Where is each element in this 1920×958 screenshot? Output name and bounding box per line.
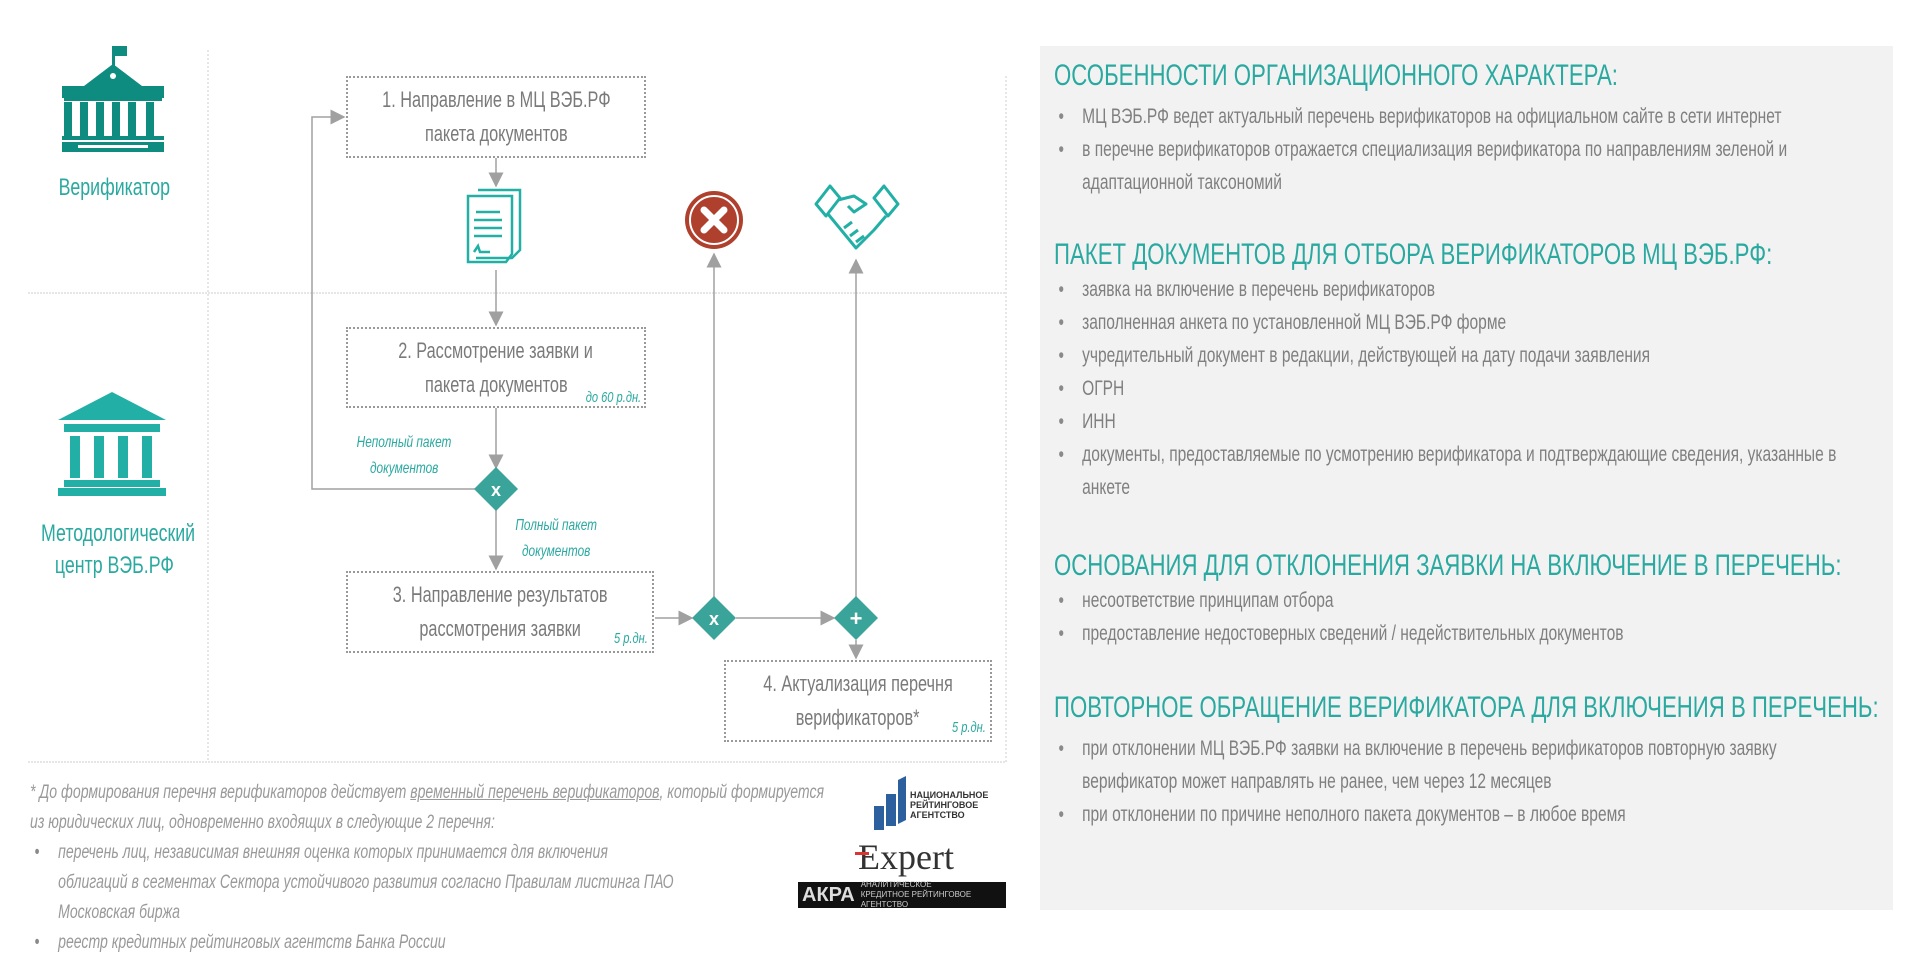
expert-logo: Expert xyxy=(858,837,954,877)
list-item: заполненная анкета по установленной МЦ В… xyxy=(1054,306,1883,339)
list-item: ОГРН xyxy=(1054,372,1883,405)
step-4-duration: 5 р.дн. xyxy=(951,719,986,736)
lane-label-verifier: Верификатор xyxy=(58,174,170,201)
exclusive-gateway-2: x xyxy=(692,596,736,640)
list-item: в перечне верификаторов отражается специ… xyxy=(1054,133,1861,199)
process-connectors xyxy=(28,50,1007,763)
list-item: учредительный документ в редакции, дейст… xyxy=(1054,339,1883,372)
institution-columns-icon xyxy=(58,392,166,496)
handshake-icon xyxy=(814,184,900,250)
section-title: ОСОБЕННОСТИ ОРГАНИЗАЦИОННОГО ХАРАКТЕРА: xyxy=(1054,59,1618,92)
list-item: документы, предоставляемые по усмотрению… xyxy=(1054,438,1883,504)
list-item: заявка на включение в перечень верификат… xyxy=(1054,273,1883,306)
section-title: ПАКЕТ ДОКУМЕНТОВ ДЛЯ ОТБОРА ВЕРИФИКАТОРО… xyxy=(1054,238,1773,271)
footnote-item: реестр кредитных рейтинговых агентств Ба… xyxy=(30,928,844,958)
government-building-icon xyxy=(62,46,164,152)
svg-text:x: x xyxy=(491,480,501,500)
list-item: при отклонении по причине неполного паке… xyxy=(1054,798,1875,831)
list-item: при отклонении МЦ ВЭБ.РФ заявки на включ… xyxy=(1054,732,1875,798)
nra-logo: НАЦИОНАЛЬНОЕ РЕЙТИНГОВОЕ АГЕНТСТВО xyxy=(872,776,992,830)
akra-logo: АКРА АНАЛИТИЧЕСКОЕ КРЕДИТНОЕ РЕЙТИНГОВОЕ… xyxy=(798,880,1006,909)
section-title: ОСНОВАНИЯ ДЛЯ ОТКЛОНЕНИЯ ЗАЯВКИ НА ВКЛЮЧ… xyxy=(1054,549,1842,582)
svg-text:+: + xyxy=(850,606,863,631)
footnote: * До формирования перечня верификаторов … xyxy=(30,778,844,958)
section-title: ПОВТОРНОЕ ОБРАЩЕНИЕ ВЕРИФИКАТОРА ДЛЯ ВКЛ… xyxy=(1054,691,1879,724)
expert-logo-mark xyxy=(855,852,869,855)
reject-icon xyxy=(685,191,743,249)
step-3-duration: 5 р.дн. xyxy=(613,630,648,647)
info-panel: ОСОБЕННОСТИ ОРГАНИЗАЦИОННОГО ХАРАКТЕРА: … xyxy=(1040,46,1893,910)
list-item: несоответствие принципам отбора xyxy=(1054,584,1890,617)
list-item: ИНН xyxy=(1054,405,1883,438)
step-2-duration: до 60 р.дн. xyxy=(585,389,642,406)
exclusive-gateway-1: x xyxy=(474,467,518,511)
footnote-item: перечень лиц, независимая внешняя оценка… xyxy=(30,838,681,928)
list-item: предоставление недостоверных сведений / … xyxy=(1054,617,1890,650)
list-item: МЦ ВЭБ.РФ ведет актуальный перечень вери… xyxy=(1054,100,1861,133)
document-icon xyxy=(466,188,522,264)
svg-text:x: x xyxy=(709,609,719,629)
parallel-gateway: + xyxy=(834,596,878,640)
